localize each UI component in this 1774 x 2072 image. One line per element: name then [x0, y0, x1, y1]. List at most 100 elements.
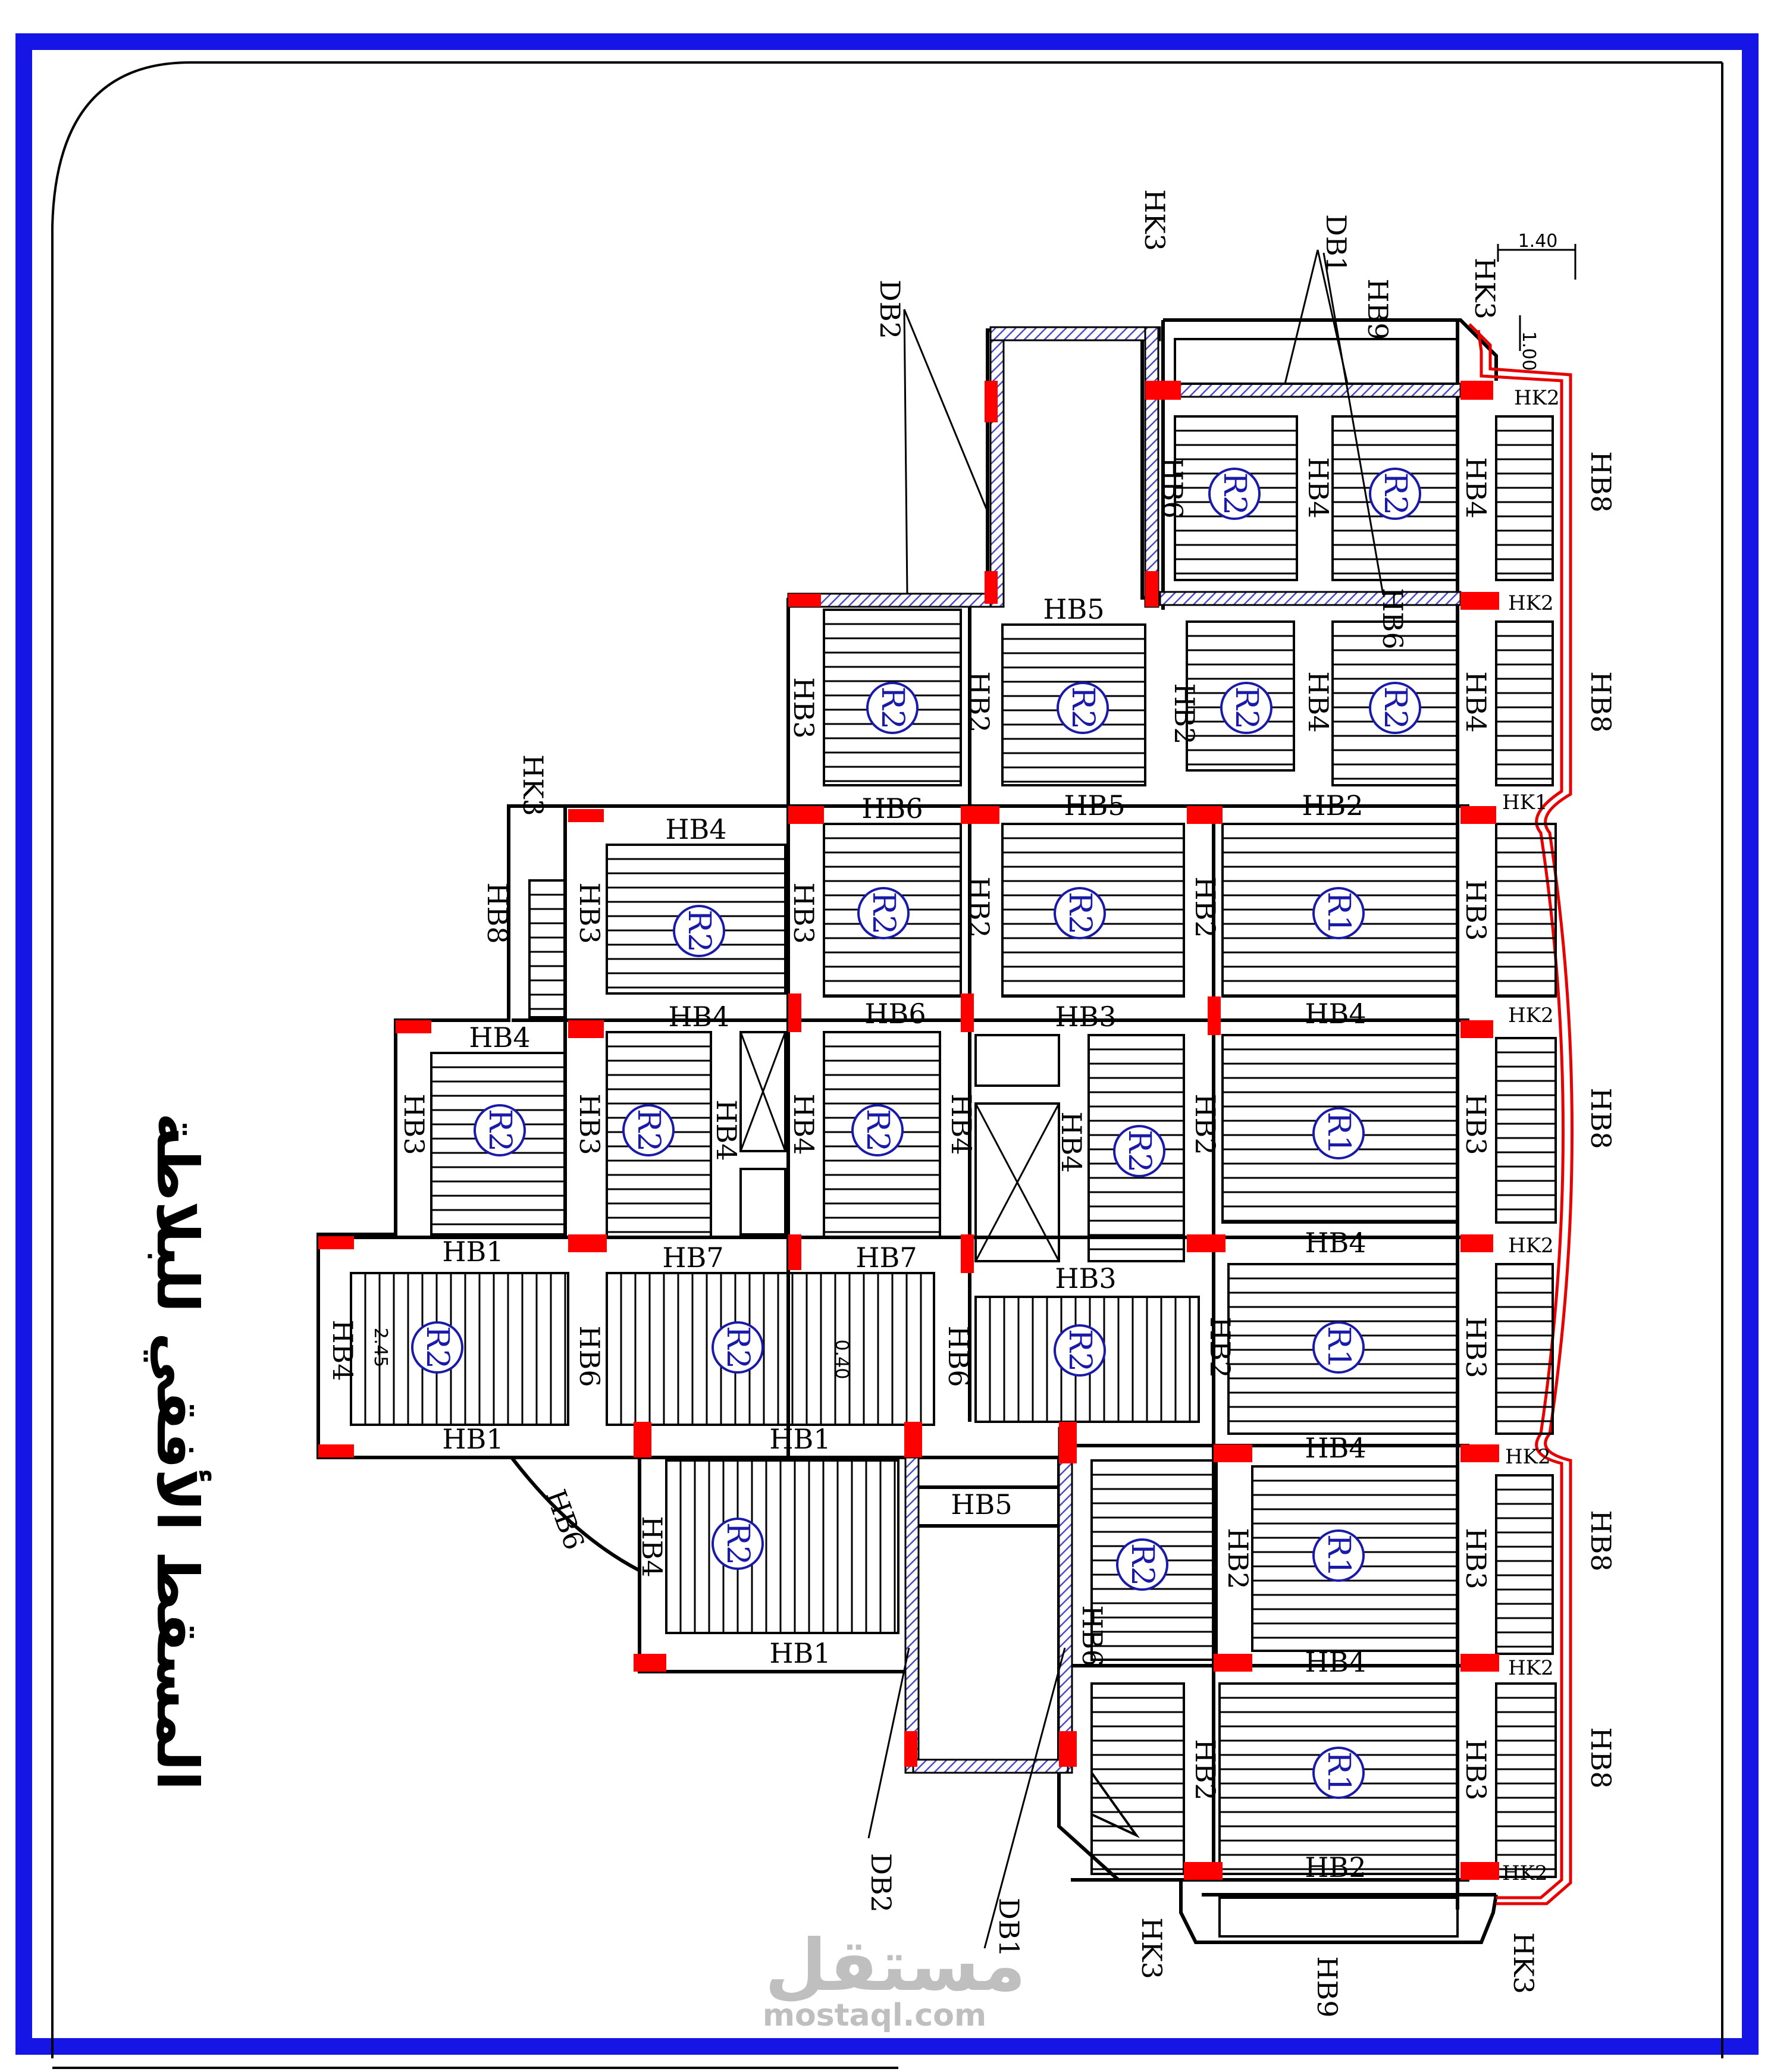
label-hb2-d: HB2 — [963, 876, 995, 938]
column — [904, 1422, 922, 1457]
columns — [318, 381, 1499, 1880]
label-hb4-h: HB4 — [469, 1021, 530, 1054]
column — [985, 571, 998, 604]
slab-outline — [606, 1031, 712, 1239]
column — [568, 1020, 604, 1038]
slab-outline — [1495, 1037, 1557, 1224]
svg-text:R1: R1 — [1321, 1112, 1356, 1155]
slab-panel — [1251, 1465, 1459, 1652]
svg-text:R2: R2 — [482, 1109, 518, 1152]
label-hb5-a: HB5 — [1043, 593, 1104, 625]
label-hk3-bottom2: HK3 — [1507, 1932, 1540, 1994]
column — [1145, 381, 1181, 400]
column — [961, 1234, 974, 1273]
slab-tag: R2 — [712, 1518, 764, 1570]
svg-text:R2: R2 — [1065, 687, 1101, 729]
column — [1187, 1234, 1225, 1252]
column — [1460, 592, 1499, 610]
slab-panel — [823, 823, 962, 998]
svg-text:R1: R1 — [1321, 1326, 1356, 1369]
slab-panel — [823, 1031, 941, 1239]
label-hb1-b: HB1 — [442, 1423, 503, 1455]
dim-0-40: 0.40 — [831, 1340, 852, 1380]
slab-tag: R2 — [1208, 468, 1261, 520]
slab-panel — [1495, 1474, 1554, 1655]
slab-outline — [1495, 1682, 1557, 1878]
label-hk2-g: HK2 — [1502, 1861, 1548, 1885]
label-hk2-b: HK2 — [1508, 591, 1554, 615]
column — [1059, 1422, 1077, 1463]
slab-tag: R2 — [866, 682, 919, 734]
dimension-text: 1.40 1.00 2.45 0.40 — [370, 231, 1557, 1379]
label-hb2-e: HB2 — [1189, 876, 1221, 938]
slab-outline — [1221, 1034, 1459, 1224]
watermark-arabic: مستقل — [765, 1924, 1026, 2007]
slab-panel — [1495, 823, 1557, 998]
slab-tag: R2 — [1113, 1125, 1165, 1177]
column — [961, 806, 999, 824]
slab-tag: R2 — [411, 1321, 463, 1374]
label-hb8-b: HB8 — [1585, 671, 1617, 732]
column — [568, 1234, 607, 1252]
label-hb3-l: HB3 — [1460, 1739, 1492, 1800]
label-hb4-d: HB4 — [1460, 671, 1492, 732]
label-hb4-m: HB4 — [1305, 1227, 1366, 1259]
slab-panel — [823, 609, 962, 786]
slab-tag: R2 — [1369, 682, 1421, 734]
svg-text:R2: R2 — [1062, 1329, 1098, 1372]
slab-tag: R1 — [1312, 887, 1365, 939]
svg-text:R2: R2 — [1062, 892, 1098, 935]
slab-panel — [1087, 1034, 1185, 1262]
svg-text:R1: R1 — [1321, 892, 1356, 935]
slab-panel — [1495, 1682, 1557, 1878]
slab-tags: R2 R2 R2 R2 R2 R2 R2 R2 R2 R1 R2 R2 R2 R… — [411, 468, 1421, 1799]
inner-frame — [51, 61, 1722, 2058]
column — [1460, 1862, 1499, 1880]
column — [1460, 1444, 1499, 1462]
slab-outline — [1087, 1034, 1185, 1262]
label-hb2-i: HB2 — [1189, 1739, 1221, 1800]
slab-outline — [1495, 620, 1554, 786]
slab-panel — [665, 1459, 899, 1634]
slab-panel — [1495, 415, 1554, 581]
slab-tag: R1 — [1312, 1529, 1365, 1582]
outer-frame — [15, 33, 1759, 2055]
label-hb8-c: HB8 — [1585, 1087, 1617, 1149]
label-hb3-a: HB3 — [788, 677, 820, 738]
rib-slabs — [350, 415, 1557, 1878]
dim-1-00: 1.00 — [1518, 331, 1539, 371]
column — [1214, 1444, 1252, 1462]
slab-outline — [430, 1052, 566, 1236]
label-hb1-d: HB1 — [769, 1637, 830, 1669]
label-hb2-j: HB2 — [1305, 1851, 1366, 1883]
slab-tag: R2 — [673, 905, 725, 957]
label-hb3-j: HB3 — [1460, 1316, 1492, 1378]
slab-tag: R2 — [1369, 468, 1421, 520]
label-hb4-g: HB4 — [1305, 998, 1366, 1030]
slab-panel — [606, 844, 786, 995]
column — [788, 806, 824, 824]
column — [634, 1422, 651, 1457]
slab-outline — [528, 879, 566, 1018]
label-hb5-c: HB5 — [951, 1488, 1012, 1521]
svg-text:R2: R2 — [875, 687, 910, 729]
column — [788, 1234, 801, 1270]
slab-tag: R2 — [1057, 682, 1109, 734]
label-hb3-f: HB3 — [398, 1093, 430, 1155]
column — [1208, 996, 1221, 1035]
slab-outline — [1495, 415, 1554, 581]
label-hb2-f: HB2 — [1189, 1093, 1221, 1155]
slab-tag: R1 — [1312, 1321, 1365, 1374]
label-hk2-c: HK2 — [1508, 1004, 1554, 1027]
plan-title: المسقط الأفقي للبلاطة — [143, 1112, 212, 1790]
column — [1214, 1654, 1252, 1672]
label-hb4-a: HB4 — [1302, 457, 1334, 518]
label-hb2-h: HB2 — [1222, 1528, 1254, 1589]
label-hk2-e: HK2 — [1505, 1445, 1551, 1469]
label-hb1-c: HB1 — [769, 1423, 830, 1455]
slab-tag: R2 — [712, 1321, 764, 1374]
label-hb6-g: HB6 — [540, 1485, 591, 1554]
label-hb1-a: HB1 — [442, 1236, 503, 1268]
label-hb3-d: HB3 — [1460, 879, 1492, 941]
label-hb4-k: HB4 — [945, 1093, 977, 1155]
